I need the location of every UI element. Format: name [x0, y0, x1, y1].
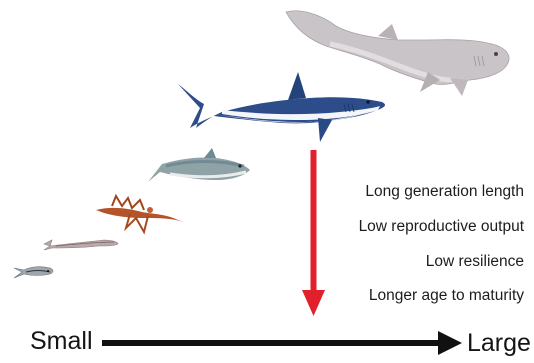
- trait-longer-age-to-maturity: Longer age to maturity: [369, 287, 524, 305]
- mackerel-icon: [148, 148, 250, 182]
- needlefish-icon: [44, 240, 118, 250]
- trait-low-resilience: Low resilience: [426, 253, 524, 271]
- leafy-seadragon-icon: [96, 196, 184, 232]
- small-fish-icon: [14, 267, 53, 278]
- trait-low-reproductive-output: Low reproductive output: [359, 218, 524, 236]
- bluntnose-sixgill-shark-icon: [286, 11, 509, 96]
- axis-start-label: Small: [30, 327, 93, 356]
- shortfin-mako-shark-icon: [178, 72, 385, 142]
- size-axis-arrow: [102, 331, 462, 355]
- axis-end-label: Large: [467, 329, 531, 358]
- trait-long-generation-length: Long generation length: [365, 183, 524, 201]
- down-arrow: [302, 150, 325, 316]
